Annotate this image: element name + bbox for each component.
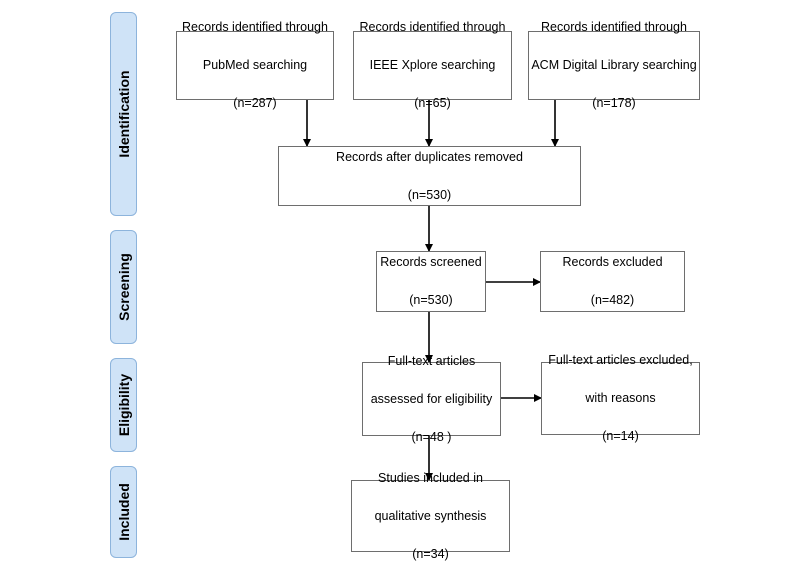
dedup-line1: Records after duplicates removed	[336, 149, 523, 164]
fulltext-excluded-line2: with reasons	[585, 391, 656, 405]
excluded-line1: Records excluded	[562, 255, 663, 269]
flow-arrows	[303, 100, 559, 481]
phase-screening: Screening	[110, 230, 137, 344]
acm-line1: Records identified through	[541, 20, 687, 34]
screened-line1: Records screened	[380, 255, 482, 269]
box-records-screened: Records screened (n=530)	[376, 251, 486, 312]
box-studies-included: Studies included in qualitative synthesi…	[351, 471, 510, 561]
box-duplicates-removed: Records after duplicates removed (n=530)	[278, 146, 581, 206]
box-pubmed-records: Records identified through PubMed search…	[176, 20, 334, 110]
pubmed-line1: Records identified through	[182, 20, 328, 34]
pubmed-count: (n=287)	[233, 96, 277, 110]
box-fulltext-assessed: Full-text articles assessed for eligibil…	[362, 354, 501, 444]
pubmed-line2: PubMed searching	[202, 58, 308, 72]
included-count: (n=34)	[412, 546, 449, 561]
box-acm-records: Records identified through ACM Digital L…	[528, 20, 700, 110]
acm-count: (n=178)	[592, 96, 636, 110]
included-line1: Studies included in	[378, 470, 483, 485]
phase-included: Included	[110, 466, 137, 558]
fulltext-line1: Full-text articles	[387, 353, 476, 368]
fulltext-count: (n=48 )	[411, 429, 452, 444]
phase-eligibility: Eligibility	[110, 358, 137, 452]
fulltext-line2: assessed for eligibility	[370, 391, 493, 406]
dedup-count: (n=530)	[407, 187, 452, 202]
excluded-count: (n=482)	[590, 293, 635, 307]
included-line2: qualitative synthesis	[374, 508, 487, 523]
box-records-excluded: Records excluded (n=482)	[540, 251, 685, 312]
box-ieee-records: Records identified through IEEE Xplore s…	[353, 20, 512, 110]
fulltext-excluded-line1: Full-text articles excluded,	[548, 353, 693, 367]
phase-identification: Identification	[110, 12, 137, 216]
ieee-line1: Records identified through	[359, 20, 506, 34]
screened-count: (n=530)	[409, 293, 453, 307]
fulltext-excluded-count: (n=14)	[602, 429, 639, 443]
ieee-line2: IEEE Xplore searching	[369, 58, 496, 72]
acm-line2: ACM Digital Library searching	[531, 58, 697, 72]
ieee-count: (n=65)	[414, 96, 451, 110]
prisma-flow-diagram: Identification Screening Eligibility Inc…	[110, 12, 700, 561]
box-fulltext-excluded: Full-text articles excluded, with reason…	[541, 353, 700, 443]
